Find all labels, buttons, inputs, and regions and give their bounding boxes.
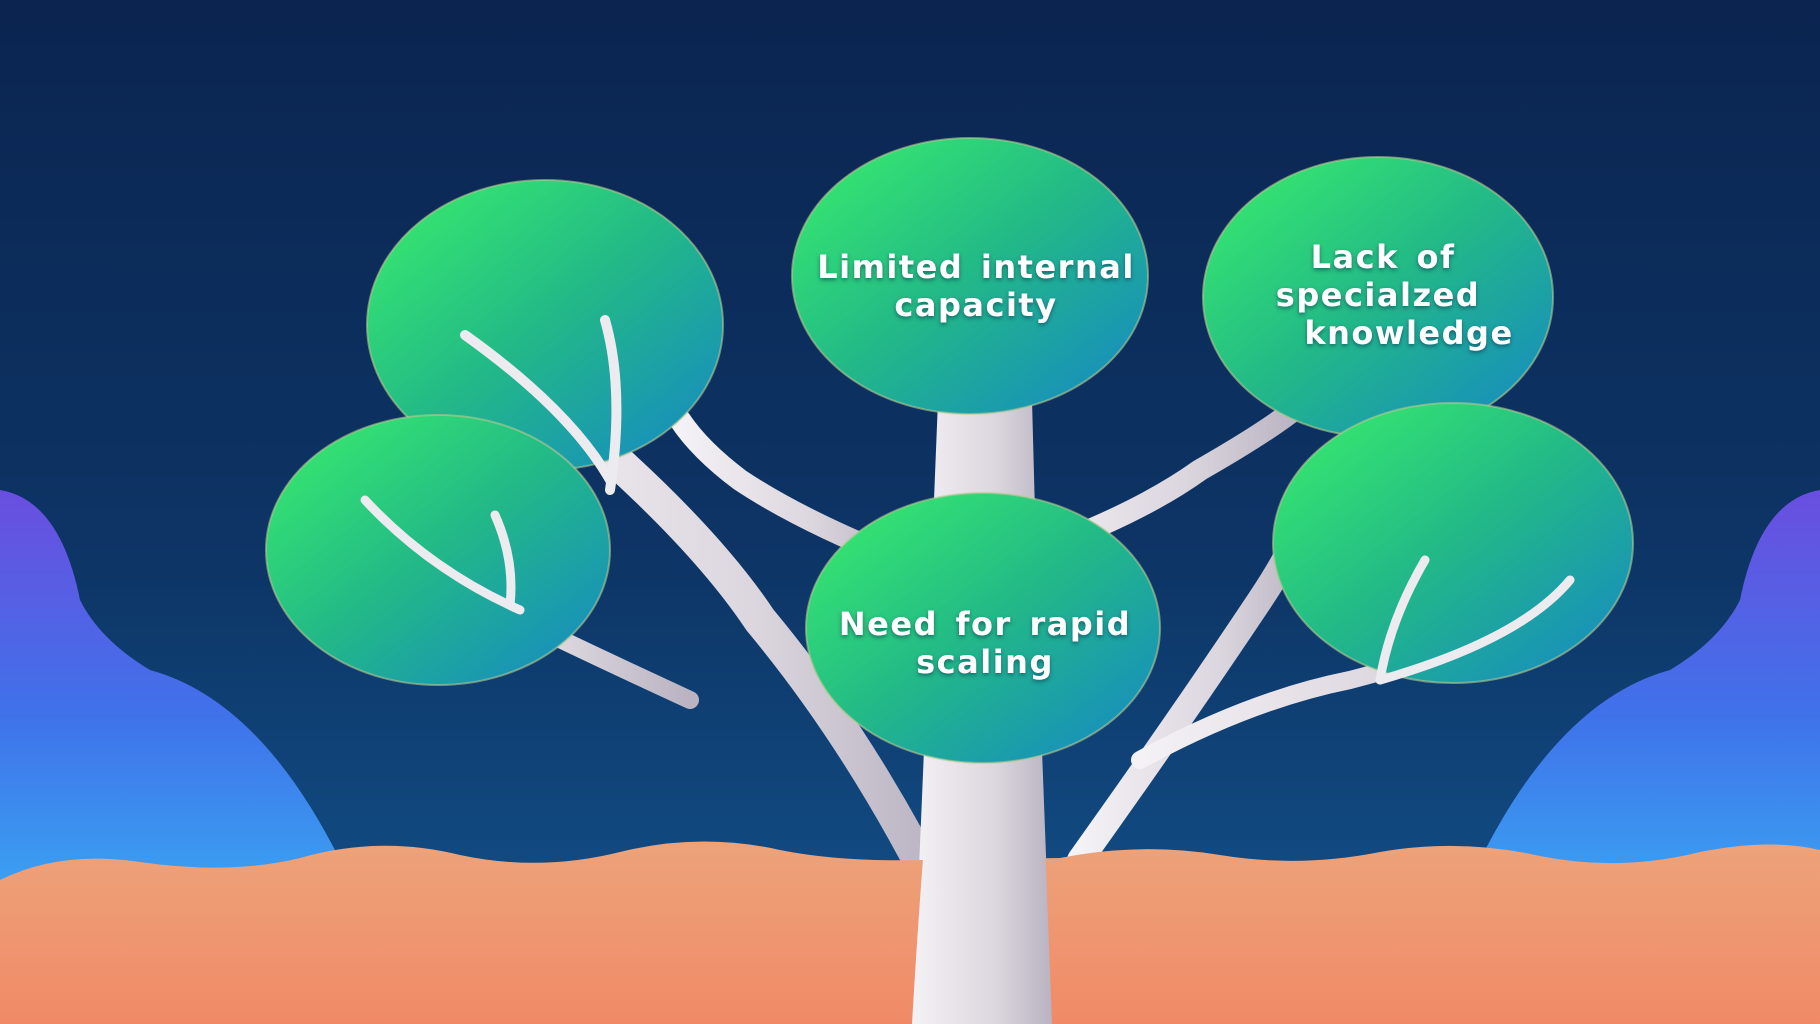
crown-center	[805, 492, 1161, 764]
crown-right-bottom	[1272, 402, 1634, 684]
right-hill	[1480, 490, 1820, 900]
crowns	[265, 137, 1634, 764]
twigs	[360, 315, 1575, 685]
ground	[0, 841, 1820, 1024]
crown-left-bottom	[265, 414, 611, 686]
trunk-base	[912, 820, 1052, 1024]
crown-top-center	[791, 137, 1149, 415]
left-hill	[0, 490, 340, 900]
